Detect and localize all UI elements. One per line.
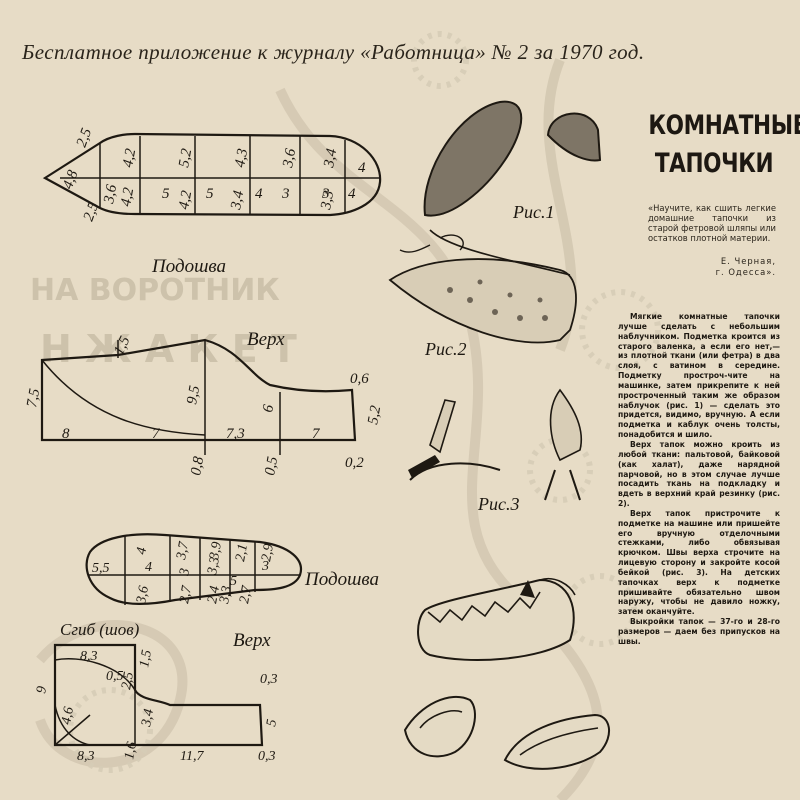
- dim-label: 4: [134, 546, 150, 555]
- dim-label: 4,8: [60, 168, 82, 192]
- dim-label: 2,5: [74, 126, 96, 150]
- dim-label: 4: [145, 560, 152, 575]
- dim-label: 4,2: [176, 189, 195, 211]
- dim-label: 0,2: [345, 455, 364, 471]
- figure-3-binding: Рис.3: [408, 388, 583, 514]
- dim-label: 3,6: [280, 147, 299, 170]
- dim-label: 4: [358, 160, 366, 176]
- dim-label: 3: [281, 186, 290, 202]
- dim-label: 3: [177, 567, 193, 577]
- figure-2-label: Рис.2: [424, 339, 466, 359]
- dim-label: 4,3: [232, 147, 251, 168]
- dim-label: 3,4: [228, 189, 247, 212]
- dim-label: 3,4: [321, 147, 340, 170]
- article-lead: «Научите, как сшить легкие домашние тапо…: [648, 203, 777, 243]
- dim-label: 2,9: [259, 543, 277, 563]
- dim-label: 4,6: [59, 706, 77, 726]
- dim-label: 3,9: [207, 541, 225, 562]
- dim-label: 9,5: [184, 384, 203, 406]
- dim-label: 3,7: [174, 540, 192, 562]
- dim-label: 7,3: [226, 426, 245, 442]
- dim-label: 3,6: [101, 183, 120, 206]
- small-sole-label: Подошва: [304, 569, 379, 590]
- dim-label: 7,5: [24, 387, 43, 409]
- small-upper-label: Верх: [233, 630, 271, 651]
- dim-label: 1,6: [122, 741, 140, 761]
- dim-label: 2,5: [81, 200, 103, 224]
- dim-label: 3: [261, 559, 269, 574]
- dim-label: 7: [152, 426, 161, 442]
- dim-label: 3,6: [134, 585, 152, 606]
- dim-label: 2,7: [177, 584, 195, 605]
- figure-3-label: Рис.3: [477, 494, 519, 514]
- dim-label: 4,2: [118, 186, 137, 208]
- dim-label: 5,5: [92, 561, 110, 576]
- dim-label: 9: [34, 685, 50, 694]
- dim-label: 0,5: [262, 455, 281, 477]
- author-city: г. Одесса».: [715, 267, 776, 277]
- small-upper-pattern: 8,3 0,5 2,5 1,5 0,3 9 4,6 3,4 5 8,3 1,6 …: [34, 620, 280, 764]
- dim-label: 3,4: [139, 708, 157, 729]
- dim-label: 2,5: [119, 671, 137, 691]
- article-paragraph: Мягкие комнатные тапочки лучше сделать с…: [618, 312, 780, 440]
- dim-label: 2,7: [237, 584, 255, 605]
- slippers-illustration-pair: [403, 695, 610, 770]
- small-sole-pattern: 5,5 4 4 3,7 3 3,9 3,3 2,1 2,9 3 5 3,6 2,…: [85, 533, 379, 606]
- dim-label: 5: [206, 186, 214, 202]
- article-paragraph: Верх тапок пристрочите к подметке на маш…: [618, 508, 780, 617]
- dim-label: 0,3: [258, 749, 276, 764]
- author-name: Е. Черная,: [720, 256, 776, 266]
- article-title-line-2: ТАПОЧКИ: [654, 148, 774, 179]
- dim-label: 4: [348, 186, 356, 202]
- dim-label: 0,5: [106, 669, 124, 684]
- dim-label: 4,2: [120, 147, 139, 169]
- dim-label: 3: [321, 186, 330, 202]
- dim-label: 5: [230, 574, 237, 589]
- dim-label: 0,3: [260, 672, 278, 687]
- large-upper-label: Верх: [247, 329, 285, 350]
- dim-label: 0,8: [188, 455, 207, 477]
- large-upper-pattern: 1,5 7,5 9,5 6 0,6 5,2 8 7 7,3 7 0,8 0,5 …: [24, 329, 384, 477]
- large-sole-pattern: 2,5 2,5 4,8 4,2 3,6 4,2 5 5,2 4,2 5 4,3 …: [42, 126, 382, 277]
- dim-label: 1,5: [137, 649, 155, 669]
- article-paragraph: Выкройки тапок — 37-го и 28-го размеров …: [618, 617, 780, 646]
- dim-label: 7: [312, 426, 321, 442]
- figure-2-upper-elastic: Рис.2: [388, 229, 577, 359]
- dim-label: 2,1: [233, 543, 251, 563]
- dim-label: 0,6: [350, 371, 369, 387]
- slipper-illustration-zigzag: [417, 577, 576, 661]
- dim-label: 2,4: [205, 585, 223, 605]
- dim-label: 3,3: [318, 189, 337, 211]
- dim-label: 5: [264, 718, 280, 727]
- figure-1-label: Рис.1: [512, 202, 554, 222]
- dim-label: 8,3: [80, 649, 98, 664]
- large-sole-label: Подошва: [151, 256, 226, 277]
- dim-label: 5,2: [176, 147, 195, 169]
- dim-label: 5,2: [365, 404, 384, 426]
- article-body: Мягкие комнатные тапочки лучше сделать с…: [618, 312, 780, 647]
- article-author: Е. Черная, г. Одесса».: [660, 256, 776, 278]
- dim-label: 3,3: [217, 585, 235, 606]
- dim-label: 5: [162, 186, 170, 202]
- dim-label: 4: [255, 186, 263, 202]
- article-title-line-1: КОМНАТНЫЕ: [648, 110, 800, 141]
- ghost-text-jacket: Н Ж А К Е Т: [40, 327, 297, 371]
- ghost-text-collar: НА ВОРОТНИК: [30, 273, 280, 308]
- small-upper-fold-label: Сгиб (шов): [60, 620, 140, 639]
- dim-label: 8: [62, 426, 70, 442]
- figure-1-sole-heel: Рис.1: [423, 100, 602, 222]
- dim-label: 6: [260, 403, 277, 414]
- dim-label: 11,7: [180, 749, 204, 764]
- dim-label: 3,3: [205, 556, 223, 577]
- dim-label: 8,3: [77, 749, 95, 764]
- dim-label: 1,5: [111, 333, 134, 357]
- article-paragraph: Верх тапок можно кроить из любой ткани: …: [618, 439, 780, 509]
- page-header: Бесплатное приложение к журналу «Работни…: [22, 40, 645, 64]
